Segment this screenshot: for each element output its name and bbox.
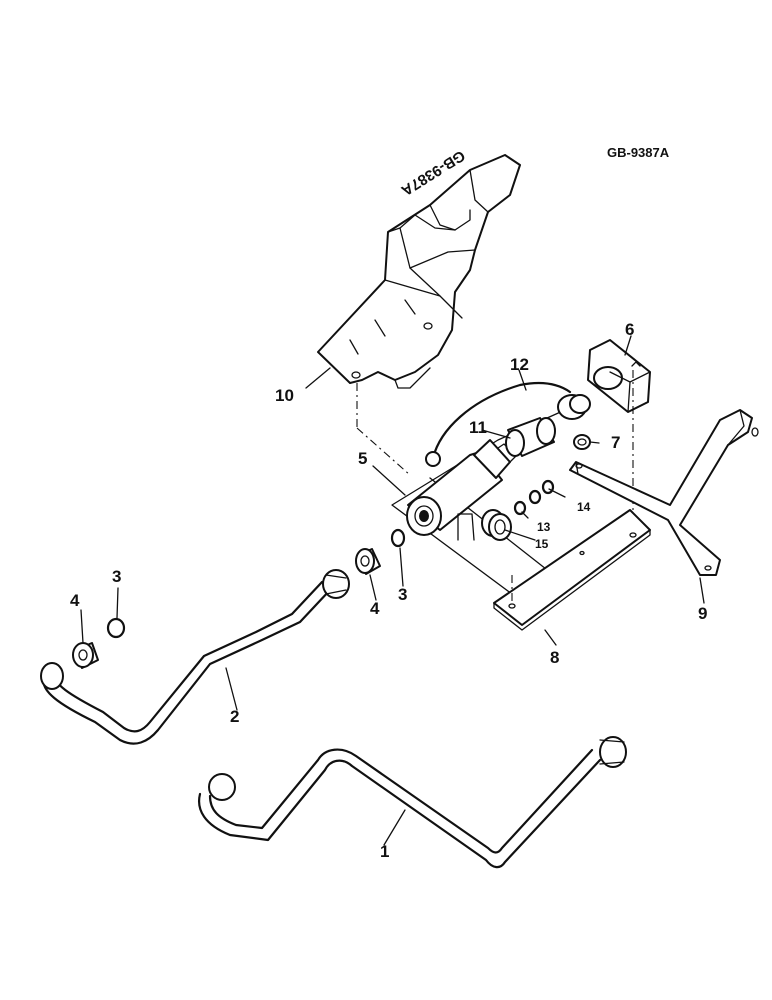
part-4-fitting-mid bbox=[355, 548, 381, 575]
callout-5: 5 bbox=[358, 449, 367, 468]
callout-4: 4 bbox=[370, 599, 380, 618]
part-2-tube bbox=[40, 569, 350, 745]
callout-3: 3 bbox=[398, 585, 407, 604]
part-15-bearing bbox=[481, 509, 512, 541]
part-4-fitting-left bbox=[72, 642, 99, 669]
part-3-oring-mid bbox=[390, 528, 406, 548]
part-14-rings bbox=[513, 479, 555, 516]
callout-6: 6 bbox=[625, 320, 634, 339]
part-8-plate bbox=[493, 509, 651, 631]
callout-11: 11 bbox=[469, 418, 487, 437]
part-13-group bbox=[457, 513, 475, 541]
callouts: 1 2 3 3 4 4 5 6 7 8 9 10 11 12 13 14 15 bbox=[70, 320, 707, 861]
part-10-bracket: GB-9387A bbox=[317, 147, 521, 389]
callout-8: 8 bbox=[550, 648, 559, 667]
callout-14: 14 bbox=[577, 500, 591, 514]
center-line bbox=[356, 427, 411, 476]
callout-15: 15 bbox=[535, 537, 549, 551]
part-7-washer-hole bbox=[577, 438, 587, 446]
callout-7: 7 bbox=[611, 433, 620, 452]
leader-lines bbox=[80, 335, 705, 846]
part-6-clamp bbox=[587, 339, 651, 413]
part-11-sleeve bbox=[505, 417, 556, 457]
callout-12: 12 bbox=[510, 355, 529, 374]
part-5-cylinder bbox=[391, 409, 566, 601]
part-12-hose bbox=[425, 381, 591, 467]
callout-9: 9 bbox=[698, 604, 707, 623]
callout-3: 3 bbox=[112, 567, 121, 586]
part-9-lever bbox=[569, 409, 759, 576]
part-1-tube bbox=[198, 736, 627, 869]
part-3-oring-left bbox=[106, 617, 126, 639]
callout-1: 1 bbox=[380, 842, 389, 861]
callout-13: 13 bbox=[537, 520, 551, 534]
callout-10: 10 bbox=[275, 386, 294, 405]
part-7-washer bbox=[573, 434, 591, 450]
callout-2: 2 bbox=[230, 707, 239, 726]
callout-4: 4 bbox=[70, 591, 80, 610]
drawing-code: GB-9387A bbox=[607, 145, 670, 160]
